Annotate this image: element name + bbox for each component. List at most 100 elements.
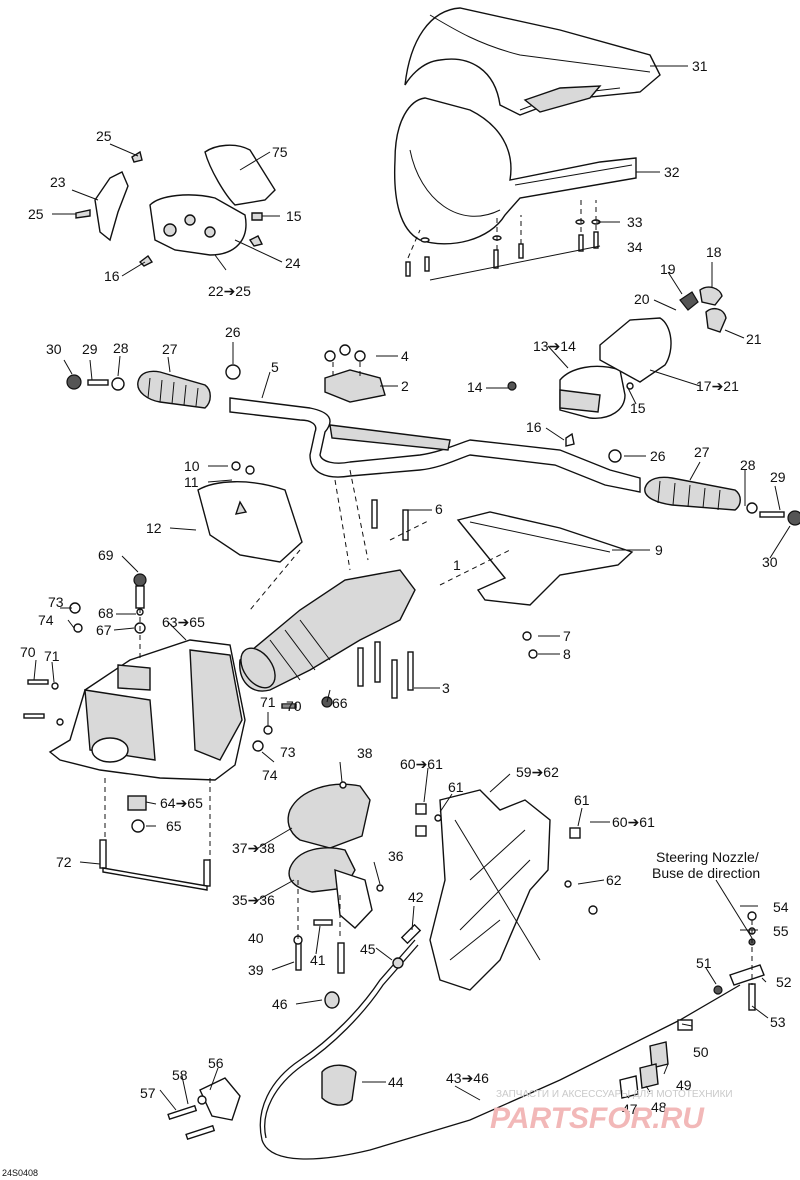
callout-50: 50 — [693, 1044, 709, 1060]
callout-46: 46 — [272, 996, 288, 1012]
handlebar-clamp — [324, 344, 386, 403]
callout-11: 11 — [184, 474, 199, 490]
callout-34: 34 — [627, 239, 643, 255]
callout-4: 4 — [401, 348, 409, 364]
callout-6: 6 — [435, 501, 443, 517]
callout-39: 39 — [248, 962, 264, 978]
callout-38: 38 — [357, 745, 373, 761]
callout-15-right: 15 — [630, 400, 646, 416]
steering-cable — [259, 911, 765, 1160]
callout-19: 19 — [660, 261, 676, 277]
callout-70-left: 70 — [20, 644, 36, 660]
callout-56: 56 — [208, 1055, 224, 1071]
callout-23: 23 — [50, 174, 66, 190]
callout-1: 1 — [453, 557, 461, 573]
callout-27-left: 27 — [162, 341, 178, 357]
callout-48: 48 — [651, 1099, 667, 1115]
callout-5: 5 — [271, 359, 279, 375]
callout-57: 57 — [140, 1085, 156, 1101]
callout-71-left: 71 — [44, 648, 60, 664]
watermark-caption: ЗАПЧАСТИ И АКСЕССУАРЫ ДЛЯ МОТОТЕХНИКИ — [496, 1089, 733, 1100]
callout-69: 69 — [98, 547, 114, 563]
callout-24: 24 — [285, 255, 301, 271]
callout-16-right: 16 — [526, 419, 542, 435]
callout-60-61-upper: 60➔61 — [400, 756, 443, 772]
callout-75: 75 — [272, 144, 288, 160]
callout-37-38: 37➔38 — [232, 840, 275, 856]
callout-73-left: 73 — [48, 594, 64, 610]
callout-10: 10 — [184, 458, 200, 474]
callout-29-left: 29 — [82, 341, 98, 357]
callout-63-65: 63➔65 — [162, 614, 205, 630]
callout-68: 68 — [98, 605, 114, 621]
callout-15-left: 15 — [286, 208, 302, 224]
callout-53: 53 — [770, 1014, 786, 1030]
callout-8: 8 — [563, 646, 571, 662]
callout-25-top: 25 — [96, 128, 112, 144]
callout-12: 12 — [146, 520, 162, 536]
callout-55: 55 — [773, 923, 789, 939]
callout-51: 51 — [696, 955, 712, 971]
callout-73-right: 73 — [280, 744, 296, 760]
callout-28-right: 28 — [740, 457, 756, 473]
right-grip — [644, 476, 800, 526]
callout-26-left: 26 — [225, 324, 241, 340]
callout-32: 32 — [664, 164, 680, 180]
callout-49: 49 — [676, 1077, 692, 1093]
watermark-logo: PARTSFOR.RU — [490, 1102, 705, 1135]
brake-lever-bracket — [75, 144, 276, 267]
callout-42: 42 — [408, 889, 424, 905]
handlebar-spacer-26-right — [608, 449, 622, 463]
callout-30-right: 30 — [762, 554, 778, 570]
callout-14: 14 — [467, 379, 483, 395]
callout-54: 54 — [773, 899, 789, 915]
callout-27-right: 27 — [694, 444, 710, 460]
left-grip — [66, 370, 211, 409]
steering-cover — [456, 511, 634, 606]
callout-28-left: 28 — [113, 340, 129, 356]
callout-47: 47 — [622, 1101, 638, 1117]
callout-33: 33 — [627, 214, 643, 230]
callout-60-61-right: 60➔61 — [612, 814, 655, 830]
callout-58: 58 — [172, 1067, 188, 1083]
callout-26-right: 26 — [650, 448, 666, 464]
callout-16-left: 16 — [104, 268, 120, 284]
callout-43-46: 43➔46 — [446, 1070, 489, 1086]
steering-bracket — [415, 789, 598, 991]
callout-61-left: 61 — [448, 779, 464, 795]
steering-nozzle-note-en: Steering Nozzle/ — [656, 849, 759, 865]
callout-74-right: 74 — [262, 767, 278, 783]
callout-64-65: 64➔65 — [160, 795, 203, 811]
callout-62: 62 — [606, 872, 622, 888]
steering-nozzle-note-fr: Buse de direction — [652, 865, 760, 881]
callout-18: 18 — [706, 244, 722, 260]
callout-20: 20 — [634, 291, 650, 307]
callout-74-left: 74 — [38, 612, 54, 628]
throttle-housing — [507, 286, 727, 447]
callout-44: 44 — [388, 1074, 404, 1090]
callout-3: 3 — [442, 680, 450, 696]
callout-66: 66 — [332, 695, 348, 711]
steering-base-housing — [48, 573, 246, 833]
steering-column — [239, 499, 538, 708]
leader-lines — [33, 65, 791, 1111]
handlebar-spacer-26-left — [225, 364, 241, 380]
callout-7: 7 — [563, 628, 571, 644]
handlebar-tube — [229, 397, 641, 493]
callout-21: 21 — [746, 331, 762, 347]
callout-67: 67 — [96, 622, 112, 638]
cable-end-56 — [167, 1077, 241, 1141]
callout-65: 65 — [166, 818, 182, 834]
callout-2: 2 — [401, 378, 409, 394]
cable-clamp-assembly — [287, 781, 384, 974]
callout-45: 45 — [360, 941, 376, 957]
callout-13-14: 13➔14 — [533, 338, 576, 354]
callout-17-21: 17➔21 — [696, 378, 739, 394]
steering-shield — [197, 461, 303, 563]
callout-72: 72 — [56, 854, 72, 870]
diagram-code: 24S0408 — [2, 1168, 38, 1178]
callout-36: 36 — [388, 848, 404, 864]
callout-35-36: 35➔36 — [232, 892, 275, 908]
callout-31: 31 — [692, 58, 708, 74]
